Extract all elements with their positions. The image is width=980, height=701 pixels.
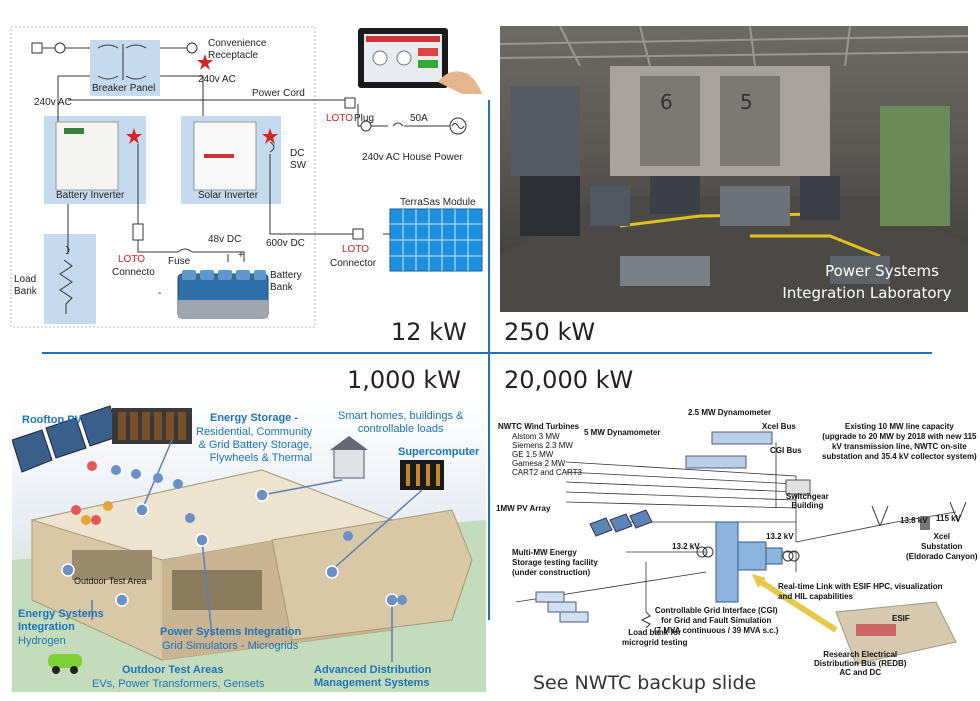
label-supercomputer: Supercomputer — [398, 446, 480, 458]
label-minus: - — [158, 288, 162, 299]
label-esif: ESIF — [892, 614, 910, 623]
label-50a: 50A — [410, 113, 428, 124]
label-convenience-receptacle: Convenience Receptacle — [208, 38, 267, 61]
esif-building-illustration: Rooftop PV Energy Storage - Residential,… — [12, 400, 486, 692]
label-switchgear: Switchgear Building — [786, 492, 829, 510]
bay-number-6: 6 — [660, 90, 673, 114]
label-xcel-bus: Xcel Bus — [762, 422, 796, 431]
label-battery-inverter: Battery Inverter — [56, 190, 125, 201]
label-xcel-substation: Xcel Substation (Eldorado Canyon) — [906, 532, 978, 561]
label-esi-sub: Hydrogen — [18, 635, 66, 647]
capacity-20000kw: 20,000 kW — [504, 366, 634, 394]
label-psi-sub: Grid Simulators - Microgrids — [162, 640, 299, 652]
nwtc-wiring — [515, 431, 967, 665]
label-cgi-title: Controllable Grid Interface (CGI) for Gr… — [654, 606, 779, 635]
label-breaker-panel: Breaker Panel — [92, 83, 156, 94]
divider-vertical — [488, 100, 490, 620]
label-dyn-5: 5 MW Dynamometer — [584, 428, 661, 437]
label-terrasas-module: TerraSas Module — [400, 197, 476, 208]
label-plus: + — [238, 250, 244, 261]
label-psi-title: Power Systems Integration — [160, 626, 302, 638]
label-13-2kv-a: 13.2 kV — [672, 542, 700, 551]
label-load-bank-microgrid: Load bank for microgrid testing — [622, 628, 688, 647]
photo-caption-line-2: Integration Laboratory — [782, 284, 952, 302]
label-600v-dc: 600v DC — [266, 238, 305, 249]
label-power-cord: Power Cord — [252, 88, 305, 99]
label-13-8kv: 13.8 kV — [900, 516, 928, 525]
capacity-1000kw: 1,000 kW — [347, 366, 461, 394]
lab-photo: 6 5 Power Systems Integration Laboratory — [500, 26, 968, 312]
nwtc-turbine-2: Siemens 2.3 MW — [512, 441, 573, 450]
label-cgi-bus: CGI Bus — [770, 446, 802, 455]
divider-horizontal — [42, 352, 932, 354]
schematic-wiring — [10, 26, 483, 328]
nwtc-turbine-5: CART2 and CART3 — [512, 468, 582, 477]
esif-building-drawing — [12, 405, 486, 692]
label-loto-connecto-a: LOTO — [118, 254, 146, 265]
label-240v-top: 240v AC — [198, 74, 236, 85]
nwtc-turbine-3: GE 1.5 MW — [512, 450, 554, 459]
label-energy-storage-sub: Residential, Community & Grid Battery St… — [196, 426, 313, 464]
label-rooftop-pv: Rooftop PV — [22, 414, 82, 426]
label-240v-left: 240v AC — [34, 97, 72, 108]
label-realtime-link: Real-time Link with ESIF HPC, visualizat… — [778, 582, 943, 601]
label-solar-inverter: Solar Inverter — [198, 190, 259, 201]
label-115kv: 115 kV — [936, 514, 961, 523]
label-ota-sub: EVs, Power Transformers, Gensets — [92, 678, 265, 690]
label-energy-storage-title: Energy Storage - — [210, 412, 299, 424]
label-loto-connecto-b: Connecto — [112, 267, 155, 278]
label-loto-plug-a: LOTO — [326, 113, 354, 124]
schematic-panel: Convenience Receptacle 240v AC Breaker P… — [8, 24, 486, 329]
label-loto-plug-b: Plug — [354, 113, 375, 124]
label-13-2kv-b: 13.2 kV — [766, 532, 794, 541]
capacity-250kw: 250 kW — [504, 318, 596, 346]
label-dyn-25: 2.5 MW Dynamometer — [688, 408, 772, 417]
label-smart-homes: Smart homes, buildings & controllable lo… — [338, 410, 464, 435]
label-48v-dc: 48v DC — [208, 234, 242, 245]
label-load-bank: Load Bank — [14, 274, 37, 297]
label-loto-connector-b: Connector — [330, 258, 377, 269]
bay-number-5: 5 — [740, 90, 753, 114]
label-existing-line: Existing 10 MW line capacity (upgrade to… — [822, 422, 977, 461]
label-loto-connector-a: LOTO — [342, 244, 370, 255]
label-battery-bank: Battery Bank — [270, 270, 302, 293]
see-backup-note: See NWTC backup slide — [533, 672, 757, 694]
label-adms: Advanced Distribution Management Systems — [314, 664, 432, 689]
nwtc-turbine-4: Gamesa 2 MW — [512, 459, 566, 468]
label-house-power: 240v AC House Power — [362, 152, 463, 163]
label-dc-sw: DC SW — [290, 148, 307, 171]
label-nwtc-title: NWTC Wind Turbines — [498, 422, 580, 431]
label-fuse: Fuse — [168, 256, 191, 267]
label-redb: Research Electrical Distribution Bus (RE… — [814, 650, 907, 677]
label-pv-array: 1MW PV Array — [496, 504, 551, 513]
nwtc-turbine-1: Alstom 3 MW — [512, 432, 560, 441]
nwtc-schematic: 2.5 MW Dynamometer Xcel Bus NWTC Wind Tu… — [496, 402, 978, 677]
capacity-12kw: 12 kW — [391, 318, 467, 346]
photo-caption-line-1: Power Systems — [825, 262, 939, 280]
label-outdoor-test-area: Outdoor Test Area — [74, 576, 147, 586]
label-multi-mw: Multi-MW Energy Storage testing facility… — [512, 548, 598, 577]
label-ota-title: Outdoor Test Areas — [122, 664, 224, 676]
label-esi-title: Energy Systems Integration — [18, 608, 104, 633]
lab-photo-drawing — [500, 26, 968, 312]
